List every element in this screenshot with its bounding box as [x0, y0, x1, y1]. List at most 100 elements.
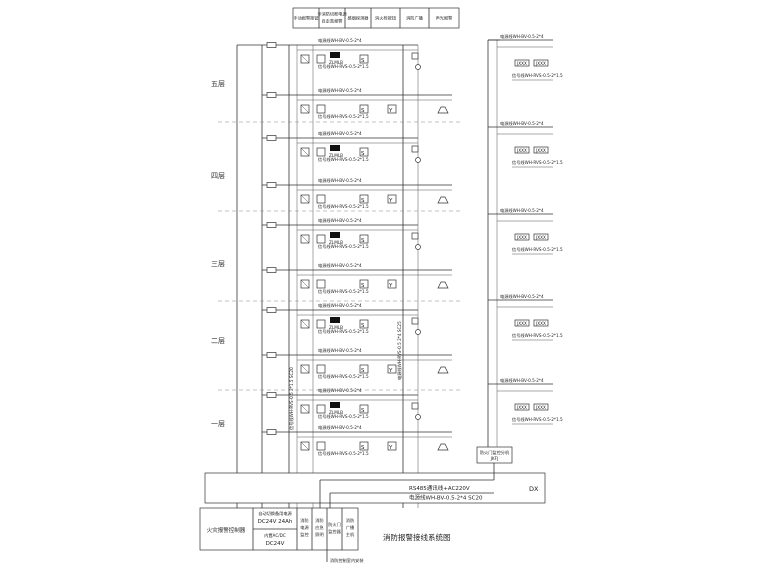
power-cut-module-icon	[316, 104, 326, 114]
col6-3: 主机	[346, 531, 355, 538]
branch-signal-label: 信号线WH-RVS-0.5-2*1.5	[512, 332, 563, 339]
door-monitor-module-icon	[514, 146, 530, 154]
control-room-panel: 火灾报警控制器 自动切换备用电源 DC24V 24Ah 内置AC/DC DC24…	[199, 507, 364, 564]
smoke-detector-glyph: S	[361, 408, 365, 414]
bottom-trunk: DX RS485通讯线+AC220V 电源线WH-BV-0.5-2*4 SC20	[204, 463, 546, 508]
riser-junction-icon	[411, 145, 419, 153]
signal-cable-label: 信号线WH-RVS-0.5-2*1.5	[318, 203, 369, 210]
smoke-detector-icon	[359, 234, 369, 244]
audible-visual-alarm-icon	[437, 196, 449, 204]
door-monitor-module-icon	[514, 233, 530, 241]
footer-label: 消防控制室内安装	[330, 557, 364, 564]
right-branch-tap: 电源线WH-BV-0.5-2*4 信号线WH-RVS-0.5-2*1.5 JXXX J…	[488, 120, 563, 168]
module-box	[266, 429, 277, 435]
floor-label-5: 五层	[211, 80, 225, 88]
col6-2: 广播	[346, 524, 355, 531]
signal-cable-label: 信号线WH-RVS-0.5-2*1.5	[318, 243, 369, 250]
door-monitor-module-icon	[533, 233, 549, 241]
legend-item-6: 声光报警	[436, 15, 454, 22]
flow-indicator-icon	[415, 244, 421, 250]
legend-table: 手动报警按钮 非消防切断电源 自走类报警 感烟探测器 消火栓按钮 消防广播 声光…	[292, 7, 460, 29]
module-box	[266, 182, 277, 188]
door-monitor-module-icon	[533, 146, 549, 154]
smoke-detector-glyph: S	[361, 108, 365, 114]
speaker-tag: ZLMLB	[329, 410, 343, 415]
door-monitor-module-icon	[533, 319, 549, 327]
module-box	[266, 307, 277, 313]
door-monitor-module-icon	[533, 403, 549, 411]
door-monitor-code: JXXX	[535, 405, 546, 410]
speaker-tag: ZLMLB	[329, 240, 343, 245]
speaker-tag: ZLMLB	[329, 325, 343, 330]
power-cable-label: 电源线WH-BV-0.5-2*4	[318, 130, 362, 137]
branch-power-label: 电源线WH-BV-0.5-2*4	[500, 120, 544, 127]
door-monitor-code: JXXX	[535, 148, 546, 153]
smoke-detector-glyph: S	[361, 151, 365, 157]
riser-label-power: 电源线WH-RVS-0.5 2*4 SC25	[396, 321, 403, 380]
floor-row: 电源线WH-BV-0.5-2*4信号线WH-RVS-0.5-2*1.5ZLMLB…	[262, 302, 421, 335]
hydrant-button-icon	[387, 104, 397, 114]
power-cable-label: 电源线WH-BV-0.5-2*4	[318, 177, 362, 184]
smoke-detector-glyph: S	[361, 445, 365, 451]
audible-visual-alarm-icon	[437, 281, 449, 289]
door-monitor-code: JXXX	[516, 148, 527, 153]
signal-cable-label: 信号线WH-RVS-0.5-2*1.5	[318, 288, 369, 295]
module-box	[266, 42, 277, 48]
cabinet-label: 防火门监控分机	[480, 449, 510, 456]
door-monitor-code: JXXX	[535, 235, 546, 240]
door-monitor-code: JXXX	[535, 61, 546, 66]
smoke-detector-glyph: S	[361, 238, 365, 244]
smoke-detector-glyph: S	[361, 368, 365, 374]
hydrant-button-icon	[387, 194, 397, 204]
backup-power-line1: 自动切换备用电源	[258, 510, 292, 517]
power-line-label: 电源线WH-BV-0.5-2*4 SC20	[409, 494, 483, 502]
smoke-detector-icon	[359, 104, 369, 114]
col5-1: 防火门	[328, 521, 341, 528]
signal-cable-label: 信号线WH-RVS-0.5-2*1.5	[318, 413, 369, 420]
right-branch	[487, 39, 500, 447]
flow-indicator-icon	[415, 329, 421, 335]
door-monitor-code: JXXX	[516, 321, 527, 326]
signal-cable-label: 信号线WH-RVS-0.5-2*1.5	[318, 373, 369, 380]
col4-1: 消防	[315, 517, 323, 524]
backup-power-line2: DC24V 24Ah	[258, 519, 293, 525]
branch-power-label: 电源线WH-BV-0.5-2*4	[500, 377, 544, 384]
floor-label-3: 三层	[211, 260, 225, 268]
riser-junction-icon	[411, 232, 419, 240]
branch-signal-label: 信号线WH-RVS-0.5-2*1.5	[512, 72, 563, 79]
smoke-detector-icon	[359, 194, 369, 204]
controller-label: 火灾报警控制器	[207, 526, 246, 534]
riser-junction-icon	[411, 317, 419, 325]
branch-power-label: 电源线WH-BV-0.5-2*4	[500, 293, 544, 300]
door-monitor-cabinet: 防火门监控分机 JKFJ	[476, 446, 513, 464]
smoke-detector-icon	[359, 54, 369, 64]
broadcast-speaker-icon	[330, 317, 340, 323]
floor-label-1: 一层	[211, 420, 225, 428]
power-cut-module-icon	[316, 147, 326, 157]
rs485-label: RS485通讯线+AC220V	[409, 484, 470, 492]
module-box	[266, 392, 277, 398]
smoke-detector-icon	[359, 441, 369, 451]
power-cable-label: 电源线WH-BV-0.5-2*4	[318, 87, 362, 94]
hydrant-button-glyph: Y	[388, 283, 393, 289]
audible-visual-alarm-icon	[437, 443, 449, 451]
audible-visual-alarm-icon	[437, 366, 449, 374]
branch-signal-label: 信号线WH-RVS-0.5-2*1.5	[512, 159, 563, 166]
smoke-detector-glyph: S	[361, 323, 365, 329]
power-cut-module-icon	[316, 364, 326, 374]
smoke-detector-icon	[359, 364, 369, 374]
col3-3: 监控	[300, 531, 309, 538]
hydrant-button-glyph: Y	[388, 368, 393, 374]
acdc-line1: 内置AC/DC	[264, 532, 286, 539]
branch-signal-label: 信号线WH-RVS-0.5-2*1.5	[512, 246, 563, 253]
floor-row: 电源线WH-BV-0.5-2*4信号线WH-RVS-0.5-2*1.5ZLMLB…	[262, 387, 421, 420]
speaker-tag: ZLMLB	[329, 60, 343, 65]
audible-visual-alarm-icon	[437, 106, 449, 114]
module-box	[266, 135, 277, 141]
